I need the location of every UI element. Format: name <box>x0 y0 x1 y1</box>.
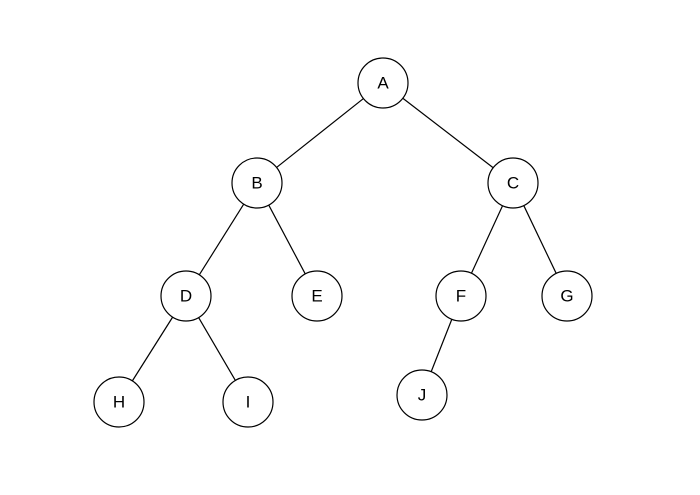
node-circle-b <box>231 157 283 209</box>
node-label-h: H <box>113 393 125 412</box>
node-label-b: B <box>251 174 262 193</box>
node-circle-f <box>435 270 487 322</box>
node-circle-h <box>93 376 145 428</box>
node-label-j: J <box>418 386 427 405</box>
tree-node-g: G <box>541 270 593 322</box>
tree-node-b: B <box>231 157 283 209</box>
node-label-c: C <box>507 174 519 193</box>
tree-node-h: H <box>93 376 145 428</box>
tree-edges <box>131 97 557 382</box>
tree-node-a: A <box>357 57 409 109</box>
node-label-f: F <box>456 287 466 306</box>
node-label-a: A <box>377 74 389 93</box>
node-circle-g <box>541 270 593 322</box>
edge-d-i <box>198 317 236 381</box>
tree-node-f: F <box>435 270 487 322</box>
edge-f-j <box>430 319 453 372</box>
tree-node-d: D <box>160 270 212 322</box>
node-label-i: I <box>246 393 251 412</box>
node-label-g: G <box>560 287 573 306</box>
node-circle-i <box>222 376 274 428</box>
edge-c-f <box>470 205 504 274</box>
tree-node-c: C <box>487 157 539 209</box>
node-circle-a <box>357 57 409 109</box>
edge-a-c <box>402 97 494 169</box>
node-circle-c <box>487 157 539 209</box>
node-label-d: D <box>180 287 192 306</box>
tree-node-j: J <box>396 369 448 421</box>
edge-c-g <box>523 205 557 274</box>
edge-a-b <box>276 98 364 168</box>
edge-b-d <box>198 203 245 276</box>
node-circle-e <box>291 270 343 322</box>
tree-nodes: A B C D E F G H I J <box>93 57 593 428</box>
node-circle-d <box>160 270 212 322</box>
tree-node-i: I <box>222 376 274 428</box>
edge-b-e <box>268 204 306 275</box>
edge-d-h <box>131 316 174 382</box>
node-circle-j <box>396 369 448 421</box>
tree-node-e: E <box>291 270 343 322</box>
node-label-e: E <box>311 287 322 306</box>
